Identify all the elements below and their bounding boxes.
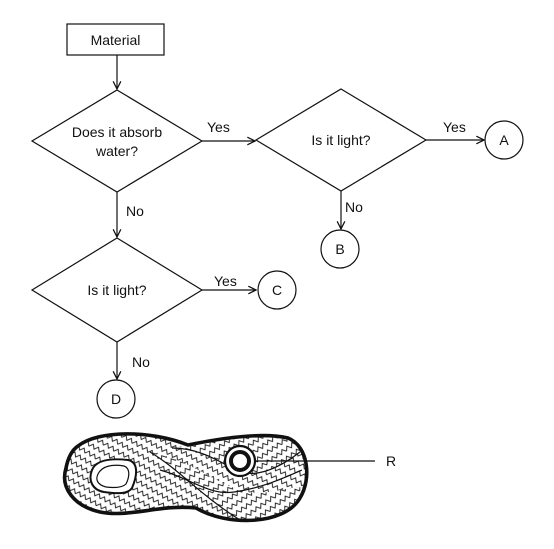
pivot-circle (223, 444, 257, 478)
edge-light-top-no-label: No (345, 199, 363, 215)
sole-divider-2 (159, 469, 303, 494)
outcome-c-label: C (272, 282, 282, 298)
decision-absorb-line2: water? (95, 143, 138, 159)
pointer-label-r: R (386, 453, 396, 469)
decision-light-bottom-label: Is it light? (87, 282, 146, 298)
edge-absorb-yes-label: Yes (207, 119, 230, 135)
edge-light-bottom-yes-label: Yes (214, 273, 237, 289)
decision-light-bottom: Is it light? (30, 237, 204, 343)
sole-divider-1 (149, 451, 241, 521)
outcome-d-label: D (111, 391, 121, 407)
start-box: Material (66, 23, 165, 56)
outcome-a-label: A (499, 132, 509, 148)
sole-outline (62, 432, 309, 523)
outcome-a: A (484, 120, 524, 160)
edge-light-top-yes-label: Yes (443, 119, 466, 135)
outcome-b-label: B (335, 241, 344, 257)
decision-light-top-label: Is it light? (311, 132, 370, 148)
shoe-sole-illustration: R (62, 432, 396, 523)
decision-absorb-water: Does it absorb water? (30, 89, 204, 193)
decision-light-top: Is it light? (254, 88, 428, 192)
decision-absorb-line1: Does it absorb (72, 124, 162, 140)
edge-absorb-no-label: No (126, 203, 144, 219)
edge-light-bottom-no-label: No (132, 354, 150, 370)
outcome-d: D (96, 379, 136, 419)
start-box-label: Material (91, 32, 141, 48)
outcome-b: B (320, 229, 360, 269)
outcome-c: C (257, 270, 297, 310)
heel-pad (89, 458, 138, 495)
